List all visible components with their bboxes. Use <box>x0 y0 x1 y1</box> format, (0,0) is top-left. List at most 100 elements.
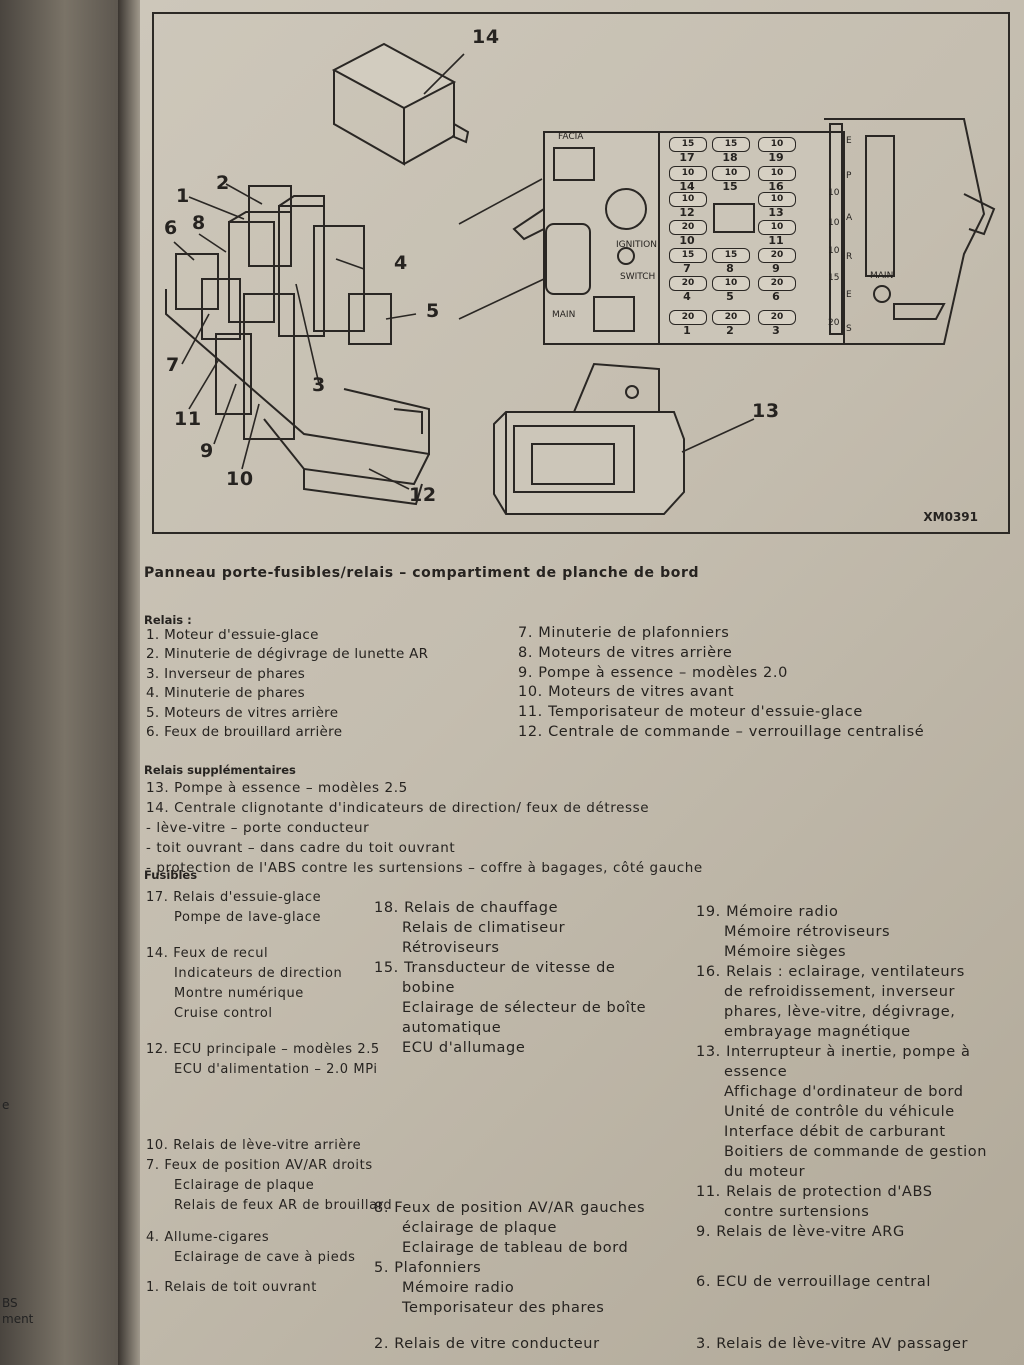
fuse-entry: Mémoire rétroviseurs <box>724 924 891 940</box>
fuse-entry: éclairage de plaque <box>402 1220 557 1236</box>
fuse-entry: embrayage magnétique <box>724 1024 911 1040</box>
callout-3: 3 <box>312 374 326 396</box>
relais-item: 2. Minuterie de dégivrage de lunette AR <box>146 646 429 663</box>
fuse: 15 <box>712 137 750 152</box>
fuse-entry: phares, lève-vitre, dégivrage, <box>724 1004 956 1020</box>
fuse-number: 7 <box>683 262 691 275</box>
fuse-entry: bobine <box>402 980 456 996</box>
callout-11: 11 <box>174 408 202 430</box>
margin-text: ment <box>2 1312 34 1326</box>
relais-heading: Relais : <box>144 613 192 627</box>
fuse: 10 <box>758 137 796 152</box>
fuse-box-diagram <box>165 42 996 515</box>
fuse: 10 <box>758 166 796 181</box>
fuse-number: 10 <box>679 234 695 247</box>
fuse-panel-drawing <box>512 118 996 345</box>
fuse-number: 3 <box>772 324 780 337</box>
supp-item: 14. Centrale clignotante d'indicateurs d… <box>146 800 650 816</box>
margin-text: e <box>2 1098 10 1112</box>
fuse: 10 <box>712 166 750 181</box>
relais-item: 6. Feux de brouillard arrière <box>146 724 343 741</box>
fuse-entry: Relais de climatiseur <box>402 920 566 936</box>
fuse-entry: 2. Relais de vitre conducteur <box>374 1336 600 1352</box>
fuse-entry: Affichage d'ordinateur de bord <box>724 1084 964 1100</box>
relay-13-drawing <box>493 362 685 515</box>
fuse-entry: essence <box>724 1064 788 1080</box>
fuse-entry: Montre numérique <box>174 986 304 1001</box>
fuse-entry: 12. ECU principale – modèles 2.5 <box>146 1042 380 1057</box>
fuse: 10 <box>758 220 796 235</box>
callout-12: 12 <box>409 484 437 506</box>
fuse-entry: 3. Relais de lève-vitre AV passager <box>696 1336 969 1352</box>
relais-item: 4. Minuterie de phares <box>146 685 305 702</box>
side-letter: S <box>846 324 852 334</box>
fuse: 20 <box>669 276 707 291</box>
fuse-entry: Eclairage de tableau de bord <box>402 1240 629 1256</box>
figure-code: XM0391 <box>923 510 978 524</box>
fuse-entry: du moteur <box>724 1164 806 1180</box>
fuse-number: 13 <box>768 206 784 219</box>
fuse: 20 <box>758 276 796 291</box>
fuse: 20 <box>669 220 707 235</box>
side-letter: P <box>846 171 852 181</box>
fuse-number: 6 <box>772 290 780 303</box>
facia-label: FACIA <box>558 132 584 142</box>
fuses-column-3: 19. Mémoire radio Mémoire rétroviseurs M… <box>696 902 987 1354</box>
fuses-column-2: 18. Relais de chauffage Relais de climat… <box>374 898 646 1354</box>
fuse-entry: Eclairage de plaque <box>174 1178 315 1193</box>
fuse-entry: 11. Relais de protection d'ABS <box>696 1184 933 1200</box>
fuse-number: 5 <box>726 290 734 303</box>
side-fuse: 15 <box>828 273 840 283</box>
relais-list-left: 1. Moteur d'essuie-glace 2. Minuterie de… <box>146 626 428 742</box>
fuse-entry: 9. Relais de lève-vitre ARG <box>696 1224 905 1240</box>
fuse-number: 19 <box>768 151 784 164</box>
fuse-entry: 7. Feux de position AV/AR droits <box>146 1158 373 1173</box>
relais-item: 11. Temporisateur de moteur d'essuie-gla… <box>518 704 863 721</box>
fuse-entry: Eclairage de sélecteur de boîte <box>402 1000 647 1016</box>
relais-item: 8. Moteurs de vitres arrière <box>518 644 733 661</box>
fuse-entry: Temporisateur des phares <box>402 1300 605 1316</box>
fuse: 20 <box>669 310 707 325</box>
supp-item: - protection de l'ABS contre les surtens… <box>146 860 703 876</box>
fuses-column-1: 17. Relais d'essuie-glace Pompe de lave-… <box>146 888 392 1298</box>
relais-list-right: 7. Minuterie de plafonniers 8. Moteurs d… <box>518 624 924 743</box>
side-fuse: 10 <box>828 188 840 198</box>
supp-item: - lève-vitre – porte conducteur <box>146 820 370 836</box>
fuse-number: 15 <box>722 180 738 193</box>
book-gutter <box>118 0 144 1365</box>
fuse-entry: 5. Plafonniers <box>374 1260 482 1276</box>
callout-13: 13 <box>752 400 780 422</box>
side-letter: E <box>846 136 852 146</box>
fuse-number: 12 <box>679 206 695 219</box>
callout-2: 2 <box>216 172 230 194</box>
fuse: 10 <box>758 192 796 207</box>
fuse: 20 <box>712 310 750 325</box>
side-fuse: 20 <box>828 318 840 328</box>
relais-item: 9. Pompe à essence – modèles 2.0 <box>518 664 788 681</box>
fuse-number: 17 <box>679 151 695 164</box>
fuse-entry: Pompe de lave-glace <box>174 910 322 925</box>
relais-item: 7. Minuterie de plafonniers <box>518 625 730 641</box>
side-letter: R <box>846 252 853 262</box>
relay-cluster-drawing <box>165 185 430 506</box>
fuse: 10 <box>669 192 707 207</box>
fuse-number: 14 <box>679 180 695 193</box>
supp-item: - toit ouvrant – dans cadre du toit ouvr… <box>146 840 456 856</box>
fuse-entry: 16. Relais : eclairage, ventilateurs <box>696 964 965 980</box>
fuse-entry: 10. Relais de lève-vitre arrière <box>146 1138 362 1153</box>
fuse-entry: 13. Interrupteur à inertie, pompe à <box>696 1044 971 1060</box>
fuse-entry: 15. Transducteur de vitesse de <box>374 960 616 976</box>
fuse: 15 <box>669 248 707 263</box>
relais-item: 1. Moteur d'essuie-glace <box>146 627 319 643</box>
callout-4: 4 <box>394 252 408 274</box>
fuse-number: 11 <box>768 234 784 247</box>
fuse: 20 <box>758 310 796 325</box>
fuse-entry: Rétroviseurs <box>402 940 500 956</box>
switch-label: SWITCH <box>620 272 656 282</box>
side-fuse: 10 <box>828 218 840 228</box>
fuse-entry: Mémoire sièges <box>724 944 847 960</box>
callout-7: 7 <box>166 354 180 376</box>
fuse-entry: ECU d'allumage <box>402 1040 526 1056</box>
fuse-entry: 18. Relais de chauffage <box>374 900 559 916</box>
relais-item: 3. Inverseur de phares <box>146 665 306 682</box>
